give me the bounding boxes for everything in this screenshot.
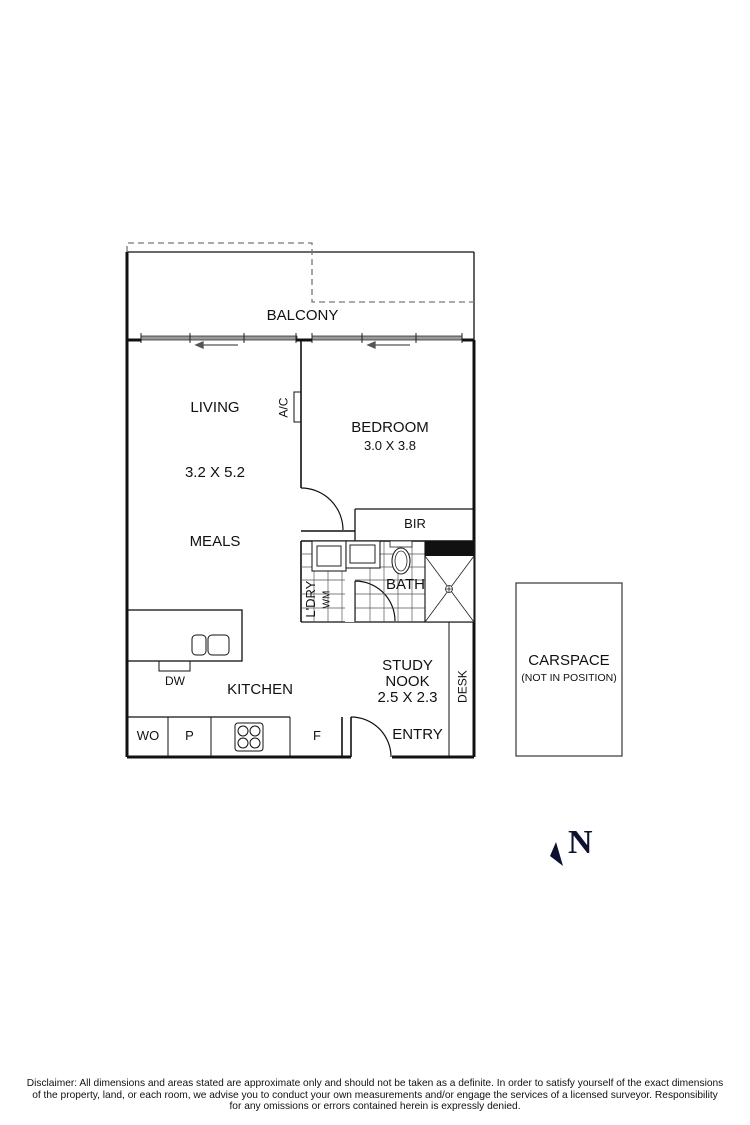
study-nook-dimensions: 2.5 X 2.3 <box>377 689 438 706</box>
living-dimensions: 3.2 X 5.2 <box>184 464 246 481</box>
fridge-label: F <box>313 728 321 743</box>
kitchen-label: KITCHEN <box>227 681 293 698</box>
carspace-outline <box>515 582 623 757</box>
bedroom-dimensions: 3.0 X 3.8 <box>363 438 417 453</box>
laundry-label: L'DRY <box>302 580 318 618</box>
washing-machine-label: WM <box>321 590 333 609</box>
study-nook-label-line1: STUDY <box>382 657 433 674</box>
living-label: LIVING <box>190 399 240 416</box>
bath-label: BATH <box>386 576 425 593</box>
disclaimer-line-2: of the property, land, or each room, we … <box>32 1089 718 1101</box>
desk-label: DESK <box>455 670 470 703</box>
ac-label: A/C <box>276 397 291 418</box>
wall-oven-label: WO <box>136 728 160 743</box>
overhang-dashed-outline <box>126 242 474 303</box>
bedroom-label: BEDROOM <box>351 419 429 436</box>
bir-label: BIR <box>404 516 426 531</box>
balcony-label: BALCONY <box>266 307 339 324</box>
carspace-note: (NOT IN POSITION) <box>521 672 617 684</box>
sliding-doors <box>140 333 463 349</box>
walls <box>125 338 476 759</box>
bath-fixtures <box>301 540 475 623</box>
study-nook-label-line2: NOOK <box>385 673 430 690</box>
disclaimer: Disclaimer: All dimensions and areas sta… <box>0 1078 750 1113</box>
pantry-label: P <box>185 728 194 743</box>
balcony-area <box>125 251 475 340</box>
door-swings <box>300 487 396 758</box>
north-arrow-icon <box>550 842 563 866</box>
disclaimer-line-1: Disclaimer: All dimensions and areas sta… <box>26 1078 724 1089</box>
entry-label: ENTRY <box>392 726 443 743</box>
meals-label: MEALS <box>189 533 241 550</box>
north-label: N <box>568 824 593 861</box>
dishwasher-label: DW <box>165 674 185 688</box>
carspace-label: CARSPACE <box>528 652 610 669</box>
disclaimer-line-3: for any omissions or errors contained he… <box>229 1101 521 1112</box>
